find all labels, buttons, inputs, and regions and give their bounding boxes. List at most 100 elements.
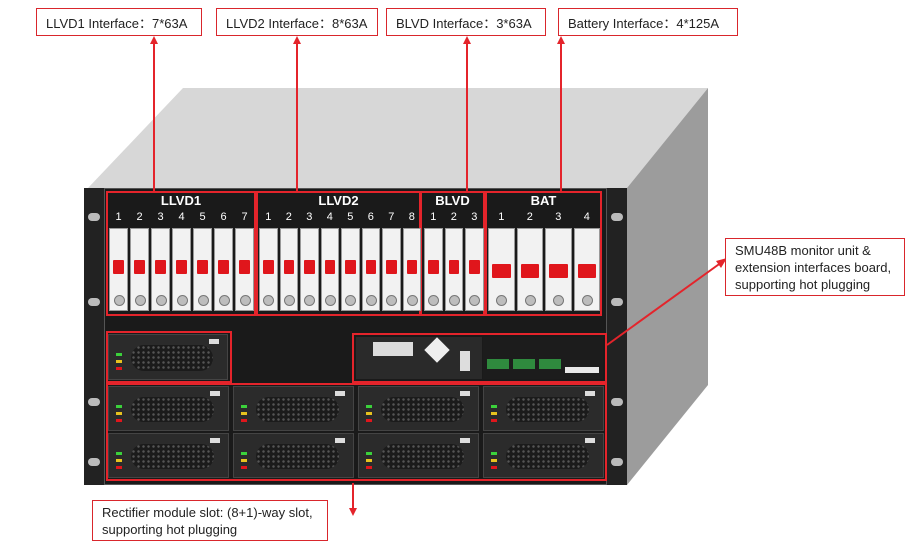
breaker-toggle[interactable] [113,260,124,274]
rectifier-module[interactable] [108,386,229,431]
status-led-red [116,419,122,422]
llvd1-breaker[interactable] [130,228,149,311]
blvd-breaker[interactable] [465,228,484,311]
bolt-icon [239,295,251,306]
llvd1-breaker[interactable] [193,228,212,311]
rectifier-module[interactable] [358,433,479,478]
rectifier-module[interactable] [233,386,354,431]
breaker-toggle[interactable] [492,264,511,278]
llvd2-title: LLVD2 [318,193,359,208]
cabinet-top-face [88,88,708,188]
llvd1-slot-number: 7 [241,211,248,223]
blvd-leader [466,42,468,192]
blvd-slot-number: 1 [430,211,437,223]
rectifier-callout-line1: Rectifier module slot: (8+1)-way slot, [102,504,313,520]
smu-indicator [460,351,470,371]
rectifier-module[interactable] [233,433,354,478]
bat-breaker[interactable] [573,228,600,311]
llvd1-breaker[interactable] [214,228,233,311]
rectifier-module[interactable] [108,334,228,380]
terminal-block-3 [539,359,561,369]
breaker-toggle[interactable] [263,260,274,274]
breaker-toggle[interactable] [239,260,250,274]
module-handle[interactable] [460,391,470,396]
bat-breaker[interactable] [488,228,515,311]
terminal-block-2 [513,359,535,369]
breaker-toggle[interactable] [365,260,376,274]
breaker-toggle[interactable] [469,260,480,274]
fan-grille-icon [131,444,214,469]
module-handle[interactable] [585,391,595,396]
blvd-breaker[interactable] [424,228,443,311]
llvd2-slot-number: 3 [306,211,313,223]
llvd2-breaker[interactable] [341,228,360,311]
breaker-toggle[interactable] [134,260,145,274]
llvd1-breaker[interactable] [172,228,191,311]
llvd2-breaker[interactable] [279,228,298,311]
blvd-title: BLVD [435,193,470,208]
breaker-toggle[interactable] [304,260,315,274]
bat-breaker[interactable] [545,228,572,311]
single-rectifier-group [106,331,232,383]
bat-slot-number: 4 [583,211,590,223]
breaker-toggle[interactable] [406,260,417,274]
llvd2-breaker[interactable] [300,228,319,311]
status-led-red [241,466,247,469]
llvd2-breaker[interactable] [361,228,380,311]
breaker-toggle[interactable] [176,260,187,274]
llvd1-title: LLVD1 [160,193,202,208]
breaker-toggle[interactable] [197,260,208,274]
llvd1-slot-number: 5 [199,211,206,223]
llvd2-breaker[interactable] [382,228,401,311]
rectifier-module[interactable] [108,433,229,478]
llvd2-breaker[interactable] [320,228,339,311]
breaker-toggle[interactable] [428,260,439,274]
bolt-icon [218,295,230,306]
smu-group [352,333,607,383]
breaker-toggle[interactable] [549,264,568,278]
bat-breaker[interactable] [516,228,543,311]
fan-grille-icon [381,444,464,469]
llvd2-breaker[interactable] [402,228,421,311]
llvd2-breaker[interactable] [259,228,278,311]
rectifier-module[interactable] [358,386,479,431]
llvd2-slot-number: 4 [326,211,333,223]
module-handle[interactable] [335,438,345,443]
module-handle[interactable] [585,438,595,443]
llvd1-group [106,191,256,316]
bolt-icon [134,295,146,306]
module-handle[interactable] [210,438,220,443]
llvd1-breaker[interactable] [151,228,170,311]
breaker-toggle[interactable] [283,260,294,274]
status-led-green [116,405,122,408]
breaker-toggle[interactable] [218,260,229,274]
bolt-icon [197,295,209,306]
rectifier-module[interactable] [483,386,604,431]
breaker-toggle[interactable] [345,260,356,274]
blvd-slot-number: 3 [471,211,478,223]
status-led-green [491,405,497,408]
breaker-toggle[interactable] [520,264,539,278]
smu-callout-line1: SMU48B monitor unit & [735,242,871,258]
module-handle[interactable] [335,391,345,396]
breaker-toggle[interactable] [386,260,397,274]
llvd1-callout: LLVD1 Interface：7*63A [36,8,202,36]
breaker-toggle[interactable] [577,264,596,278]
llvd1-breaker[interactable] [109,228,128,311]
status-led-yellow [116,360,122,363]
bolt-icon [304,295,316,306]
breaker-toggle[interactable] [155,260,166,274]
bolt-icon [324,295,336,306]
module-handle[interactable] [210,391,220,396]
terminal-block-1 [487,359,509,369]
rectifier-module[interactable] [483,433,604,478]
module-handle[interactable] [460,438,470,443]
llvd1-breaker[interactable] [235,228,254,311]
llvd2-slot-number: 2 [285,211,292,223]
breaker-toggle[interactable] [324,260,335,274]
module-handle[interactable] [209,339,219,344]
smu-lcd-screen [373,342,413,356]
llvd1-slot-number: 2 [136,211,143,223]
breaker-toggle[interactable] [448,260,459,274]
blvd-breaker[interactable] [444,228,463,311]
